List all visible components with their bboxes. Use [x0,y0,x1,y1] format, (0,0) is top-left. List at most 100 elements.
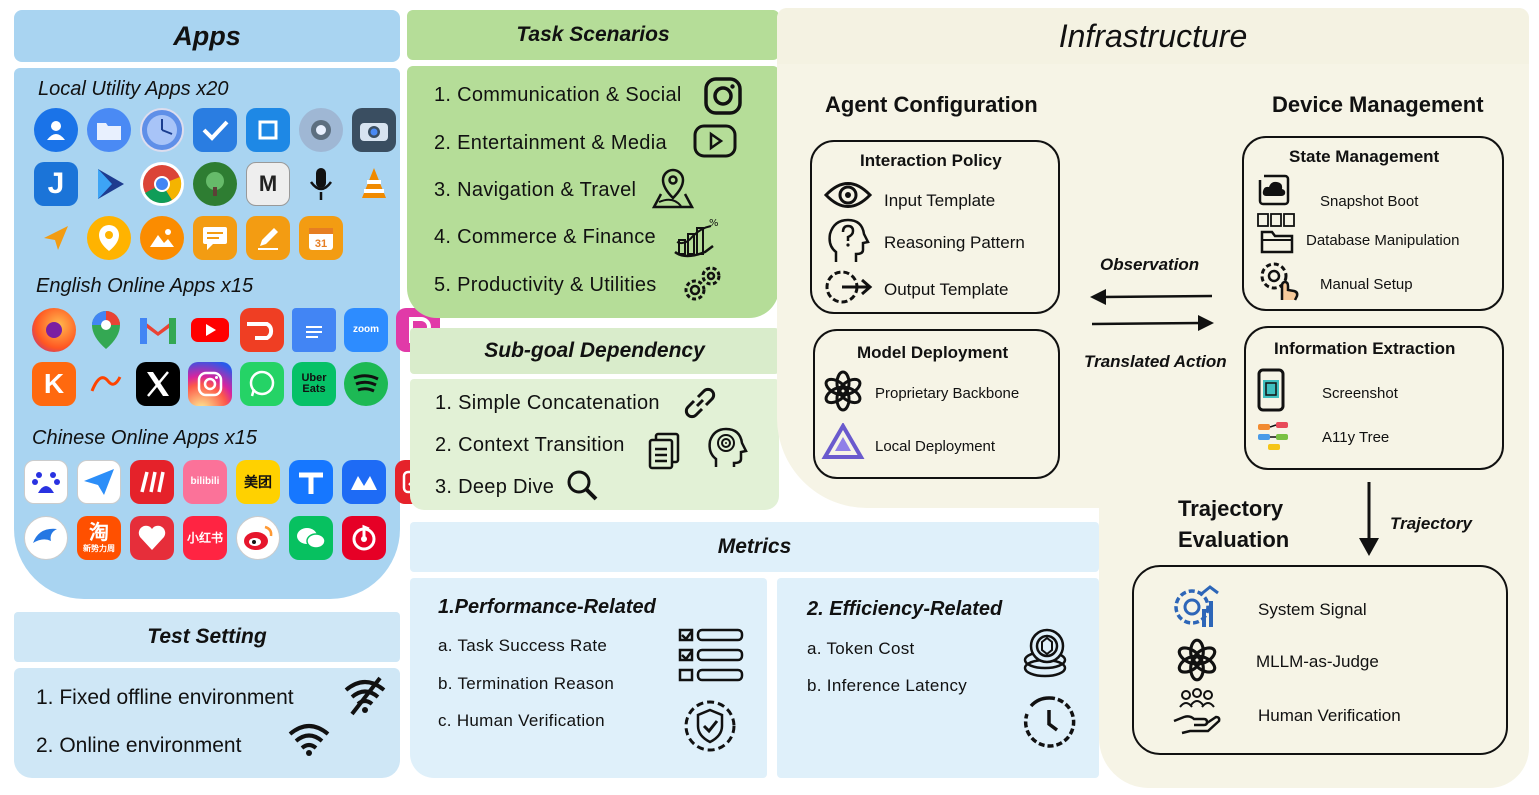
zoom-icon: zoom [344,308,388,352]
interaction-policy-item: Input Template [884,191,996,210]
contacts-icon [34,108,78,152]
documents-icon [646,431,682,471]
subgoal-title: Sub-goal Dependency [484,339,705,362]
ctrip-dolphin-icon [24,516,68,560]
uber-eats-icon: Uber Eats [292,362,336,406]
location-pin-icon [87,216,131,260]
subgoal-header: Sub-goal Dependency [410,328,779,374]
system-signal-icon [1172,583,1220,631]
heart-grid-icon [130,516,174,560]
apps-title: Apps [173,20,241,51]
firefox-icon [32,308,76,352]
trajectory-evaluation-card: System Signal MLLM-as-Judge Human Verifi… [1132,565,1508,755]
performance-metrics-panel: 1.Performance-Related a. Task Success Ra… [410,578,767,778]
database-folder-icon [1256,212,1298,254]
chrome-icon [140,162,184,206]
microphone-icon [299,162,343,206]
calculator-m-icon: M [246,162,290,206]
files-icon [87,108,131,152]
test-setting-title: Test Setting [147,625,267,648]
information-extraction-title: Information Extraction [1274,339,1456,358]
test-setting-item: 1. Fixed offline environment [36,686,294,709]
infrastructure-title: Infrastructure [1058,17,1248,54]
a11y-tree-icon [1256,420,1292,452]
infrastructure-panel-lower [1099,470,1529,788]
subgoal-item: 3. Deep Dive [435,476,555,498]
weibo-icon [236,516,280,560]
travel-app-icon [289,460,333,504]
mllm-judge-openai-icon [1174,637,1220,683]
efficiency-title: 2. Efficiency-Related [807,598,1003,620]
checklist-icon [678,628,744,682]
performance-item: c. Human Verification [438,711,605,730]
trajectory-evaluation-title-line1: Trajectory [1178,496,1284,521]
coins-icon [1019,626,1077,680]
model-deployment-item: Proprietary Backbone [875,385,1020,402]
qwen-icon [821,423,865,463]
chinese-apps-grid: bilibili 美团 淘 新势力周 小红书 [24,460,439,560]
instagram-icon [703,76,743,116]
task-scenario-item: 5. Productivity & Utilities [434,274,657,296]
pinduoduo-icon [130,460,174,504]
information-extraction-item: A11y Tree [1322,429,1390,446]
netease-music-icon [342,516,386,560]
trajectory-arrow [1359,482,1379,556]
trajectory-evaluation-title-line2: Evaluation [1178,527,1290,552]
device-management-title: Device Management [1272,92,1484,117]
chinese-apps-label: Chinese Online Apps x15 [32,427,257,449]
whatsapp-icon [240,362,284,406]
apps-panel: Local Utility Apps x20 J [14,68,440,599]
state-management-card: State Management Snapshot Boot Database … [1242,136,1504,311]
performance-item: b. Termination Reason [438,674,615,693]
video-play-icon [693,124,737,158]
calendar-icon: 31 [299,216,343,260]
gear-hand-icon [1258,260,1300,302]
shield-gear-icon [678,696,742,756]
aliexpress-icon [84,362,128,406]
efficiency-metrics-panel: 2. Efficiency-Related a. Token Cost b. I… [777,578,1099,778]
task-scenarios-header: Task Scenarios [407,10,779,60]
svg-text:31: 31 [315,238,327,250]
state-management-item: Snapshot Boot [1320,193,1419,210]
music-j-icon: J [34,162,78,206]
taobao-icon: 淘 新势力周 [77,516,121,560]
navigation-arrow-icon [34,216,78,260]
observation-label: Observation [1100,255,1200,274]
instagram-app-icon [188,362,232,406]
dingtalk-icon [342,460,386,504]
google-docs-icon [292,308,336,352]
wifi-icon [286,722,332,756]
gmail-icon [136,308,180,352]
subgoal-item: 2. Context Transition [435,434,625,456]
openai-icon [821,369,865,413]
state-management-item: Manual Setup [1320,276,1413,293]
task-scenario-item: 3. Navigation & Travel [434,179,637,201]
information-extraction-card: Information Extraction Screenshot A11y T… [1244,326,1504,470]
test-setting-item: 2. Online environment [36,734,242,757]
google-maps-icon [84,308,128,352]
metrics-title: Metrics [717,535,792,558]
information-extraction-item: Screenshot [1322,385,1398,402]
crop-icon [246,108,290,152]
state-management-title: State Management [1289,147,1440,166]
trajectory-evaluation-item: System Signal [1258,600,1367,619]
gallery-icon [140,216,184,260]
trajectory-evaluation-item: MLLM-as-Judge [1256,652,1379,671]
subgoal-item: 1. Simple Concatenation [435,392,660,414]
cloud-snapshot-icon [1256,172,1292,206]
link-icon [680,383,720,423]
performance-item: a. Task Success Rate [438,636,608,655]
trajectory-evaluation-item: Human Verification [1258,706,1401,725]
efficiency-item: a. Token Cost [807,639,915,658]
infrastructure-panel [777,8,1529,508]
trajectory-label: Trajectory [1390,514,1472,533]
wifi-off-icon [342,676,388,716]
meituan-icon: 美团 [236,460,280,504]
xiaohongshu-icon: 小红书 [183,516,227,560]
gears-icon [679,262,725,306]
youtube-icon [188,308,232,352]
magnifier-icon [564,467,600,503]
model-deployment-title: Model Deployment [857,343,1009,362]
head-question-icon [826,216,870,264]
eye-icon [824,178,872,212]
